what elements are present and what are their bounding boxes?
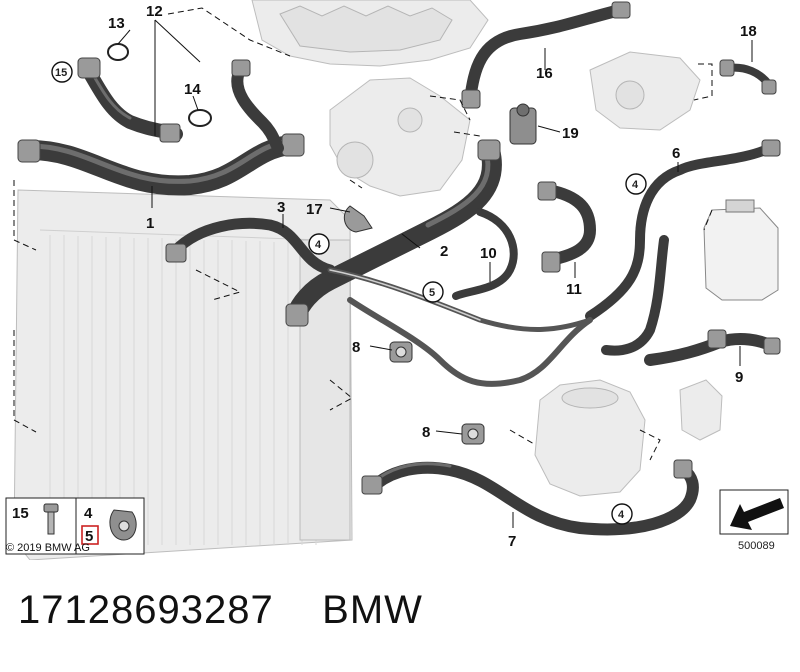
expansion-tank bbox=[703, 199, 779, 301]
callout-6: 6 bbox=[672, 145, 680, 162]
copyright-notice: © 2019 BMW AG bbox=[6, 542, 90, 554]
thermostat-housing-ghost bbox=[589, 51, 701, 131]
circled-4-c: 4 bbox=[611, 503, 633, 525]
svg-text:4: 4 bbox=[632, 179, 639, 191]
hose-11[interactable] bbox=[537, 181, 596, 273]
hose-3[interactable] bbox=[165, 217, 336, 276]
bolt-icon bbox=[43, 503, 59, 535]
callout-2: 2 bbox=[440, 243, 448, 260]
hose-16[interactable] bbox=[461, 1, 631, 109]
sensor-19[interactable] bbox=[509, 103, 537, 145]
sensor-8-lower[interactable] bbox=[461, 423, 485, 445]
clip-icon bbox=[109, 509, 137, 541]
inset-box: 15 4 5 bbox=[5, 497, 145, 555]
callout-12: 12 bbox=[146, 3, 163, 20]
hose-9[interactable] bbox=[644, 329, 781, 366]
callout-9: 9 bbox=[735, 369, 743, 386]
callout-10: 10 bbox=[480, 245, 497, 262]
callouts: 1 2 3 6 7 8 8 9 10 11 12 13 14 16 17 18 … bbox=[108, 3, 757, 550]
svg-text:5: 5 bbox=[429, 287, 435, 299]
part-number: 17128693287 bbox=[18, 588, 274, 632]
inset-label-15: 15 bbox=[12, 505, 29, 522]
circled-labels: 15 4 4 4 5 bbox=[51, 61, 647, 525]
callout-7: 7 bbox=[508, 533, 516, 550]
callout-19: 19 bbox=[562, 125, 579, 142]
highlight-box bbox=[81, 525, 99, 545]
hose-7[interactable] bbox=[361, 459, 699, 536]
dashed-lines bbox=[13, 7, 713, 461]
leader-lines bbox=[117, 19, 753, 528]
callout-11: 11 bbox=[566, 281, 582, 298]
inset-label-4: 4 bbox=[84, 505, 93, 522]
o-ring-14[interactable] bbox=[188, 109, 212, 127]
callout-18: 18 bbox=[740, 23, 757, 40]
callout-1: 1 bbox=[146, 215, 154, 232]
hose-2[interactable] bbox=[285, 139, 502, 327]
orientation-arrow-icon bbox=[730, 498, 784, 530]
orientation-icon-box bbox=[719, 489, 789, 535]
inset-label-5: 5 bbox=[85, 528, 93, 545]
water-pump-ghost bbox=[329, 77, 471, 197]
brand-name: BMW bbox=[322, 588, 423, 632]
circled-5: 5 bbox=[422, 281, 444, 303]
o-ring-13[interactable] bbox=[107, 43, 129, 61]
hose-10[interactable] bbox=[452, 208, 518, 300]
circled-4-b: 4 bbox=[625, 173, 647, 195]
sensor-8-upper[interactable] bbox=[389, 341, 413, 363]
hose-upper-middle[interactable] bbox=[231, 59, 284, 154]
hose-1[interactable] bbox=[17, 133, 305, 196]
callout-14: 14 bbox=[184, 81, 201, 98]
hose-6[interactable] bbox=[585, 139, 781, 356]
expansion-tank-ghost bbox=[534, 379, 646, 497]
engine-block-ghost bbox=[251, 0, 489, 67]
electric-pump-ghost bbox=[679, 379, 723, 441]
diagram-reference-number: 500089 bbox=[738, 540, 775, 552]
clip-17[interactable] bbox=[343, 205, 373, 233]
line-lower[interactable] bbox=[347, 297, 593, 387]
callout-17: 17 bbox=[306, 201, 323, 218]
hose-upper-left[interactable] bbox=[77, 57, 183, 143]
callout-13: 13 bbox=[108, 15, 125, 32]
svg-text:4: 4 bbox=[315, 239, 322, 251]
circled-4-a: 4 bbox=[308, 233, 330, 255]
callout-3: 3 bbox=[277, 199, 285, 216]
fitting-18[interactable] bbox=[719, 59, 777, 95]
line-4-mid[interactable] bbox=[327, 267, 593, 332]
callout-16: 16 bbox=[536, 65, 553, 82]
circled-15: 15 bbox=[51, 61, 73, 83]
callout-8-upper: 8 bbox=[352, 339, 360, 356]
svg-text:4: 4 bbox=[618, 509, 625, 521]
part-number-caption: 17128693287 BMW bbox=[18, 588, 423, 633]
svg-text:15: 15 bbox=[55, 67, 67, 79]
callout-8-lower: 8 bbox=[422, 424, 430, 441]
parts-diagram: 1 2 3 6 7 8 8 9 10 11 12 13 14 16 17 18 … bbox=[5, 0, 789, 560]
